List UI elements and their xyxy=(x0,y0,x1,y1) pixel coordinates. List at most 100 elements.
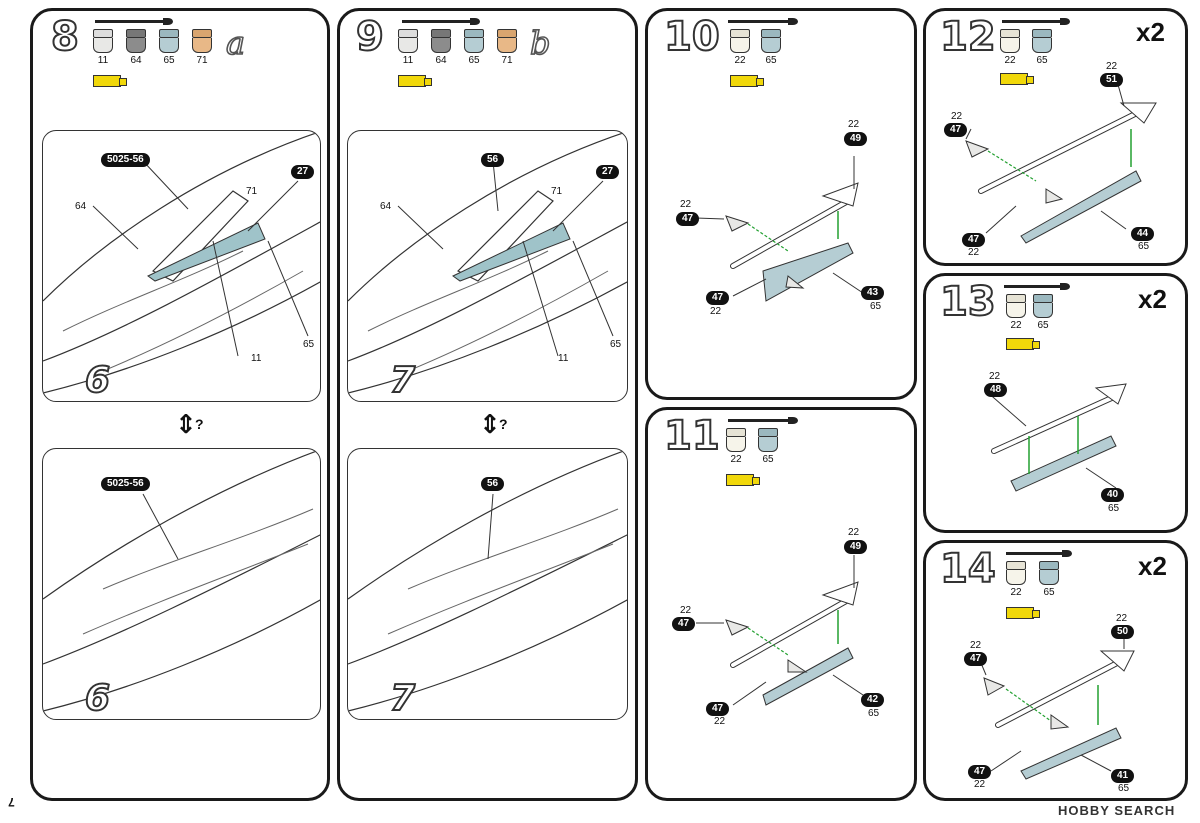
brush-icon xyxy=(402,18,480,25)
color-callout-22: 22 xyxy=(680,605,692,616)
swap-arrow-icon: ⇕ xyxy=(479,409,501,439)
color-callout-11: 11 xyxy=(251,353,262,364)
fuselage-top-drawing xyxy=(348,131,627,394)
step-number: 10 xyxy=(663,14,721,60)
part-label-44: 44 xyxy=(1131,227,1155,241)
glue-icon xyxy=(1006,338,1040,350)
part-label-48: 48 xyxy=(984,383,1008,397)
step-number: 12 xyxy=(939,14,997,60)
step-number: 14 xyxy=(939,546,997,592)
paint-pot-65: 65 xyxy=(1032,29,1052,66)
part-label-47: 47 xyxy=(964,652,988,666)
paint-pot-11: 11 xyxy=(398,29,418,66)
missile-assembly-drawing xyxy=(985,383,1127,492)
part-label-56: 56 xyxy=(481,153,505,167)
glue-icon xyxy=(93,75,127,87)
color-callout-65: 65 xyxy=(610,339,622,350)
paint-pot-22: 22 xyxy=(726,428,746,465)
quantity-multiplier: x2 xyxy=(1136,17,1165,47)
paint-pot-71: 71 xyxy=(192,29,212,66)
glue-icon xyxy=(726,474,760,486)
glue-icon xyxy=(1006,607,1040,619)
swap-arrow-icon: ⇕ xyxy=(175,409,197,439)
reference-number: 7 xyxy=(389,360,416,401)
paint-pot-65: 65 xyxy=(159,29,179,66)
part-label-49: 49 xyxy=(844,540,868,554)
variant-letter: a xyxy=(225,24,246,62)
part-label-27: 27 xyxy=(291,165,315,179)
color-callout-22: 22 xyxy=(680,199,692,210)
step-14-panel: 14 x2 22 65 22 50 22 47 47 22 41 65 xyxy=(923,540,1188,801)
brush-icon xyxy=(1006,550,1072,557)
color-callout-65: 65 xyxy=(870,301,882,312)
color-callout-71: 71 xyxy=(246,186,258,197)
paint-pot-22: 22 xyxy=(1006,294,1026,331)
color-callout-22: 22 xyxy=(1116,613,1128,624)
step-12-panel: 12 x2 22 65 22 51 22 47 47 22 44 65 xyxy=(923,8,1188,266)
part-label-47: 47 xyxy=(672,617,696,631)
part-label-5025-56: 5025-56 xyxy=(101,153,150,167)
part-label-50: 50 xyxy=(1111,625,1135,639)
reference-number: 6 xyxy=(84,678,111,719)
quantity-multiplier: x2 xyxy=(1138,284,1167,314)
color-callout-22: 22 xyxy=(951,111,963,122)
missile-assembly-drawing xyxy=(980,633,1135,780)
color-callout-65: 65 xyxy=(868,708,880,719)
step-number: 9 xyxy=(355,14,385,60)
color-callout-64: 64 xyxy=(75,201,87,212)
part-label-56: 56 xyxy=(481,477,505,491)
variant-letter: b xyxy=(529,24,551,62)
paint-pot-65: 65 xyxy=(1039,561,1059,598)
brush-icon xyxy=(1002,18,1070,25)
question-mark: ? xyxy=(195,416,204,432)
paint-pot-64: 64 xyxy=(126,29,146,66)
part-label-47: 47 xyxy=(968,765,992,779)
part-label-42: 42 xyxy=(861,693,885,707)
bottom-inset: 5025-56 6 xyxy=(42,448,321,720)
color-callout-65: 65 xyxy=(1108,503,1120,514)
color-callout-65: 65 xyxy=(1138,241,1150,252)
brush-icon xyxy=(728,18,798,25)
missile-assembly-drawing xyxy=(696,555,864,706)
brush-icon xyxy=(1004,283,1070,290)
step-13-panel: 13 x2 22 65 22 48 40 65 xyxy=(923,273,1188,533)
color-callout-65: 65 xyxy=(303,339,315,350)
part-label-5025-56: 5025-56 xyxy=(101,477,150,491)
glue-icon xyxy=(1000,73,1034,85)
paint-pot-65: 65 xyxy=(758,428,778,465)
paint-pot-65: 65 xyxy=(1033,294,1053,331)
fuselage-bottom-drawing xyxy=(348,449,627,712)
color-callout-22: 22 xyxy=(974,779,986,790)
top-inset: 56 27 64 71 11 65 7 xyxy=(347,130,628,402)
step-11-panel: 11 22 65 22 49 22 47 47 22 42 65 xyxy=(645,407,917,801)
color-callout-71: 71 xyxy=(551,186,563,197)
paint-pot-22: 22 xyxy=(1006,561,1026,598)
paint-pot-65: 65 xyxy=(761,29,781,66)
color-callout-22: 22 xyxy=(1106,61,1118,72)
fuselage-bottom-drawing xyxy=(43,449,320,712)
quantity-multiplier: x2 xyxy=(1138,551,1167,581)
color-callout-11: 11 xyxy=(558,353,569,364)
paint-pot-11: 11 xyxy=(93,29,113,66)
glue-icon xyxy=(398,75,432,87)
step-number: 8 xyxy=(50,14,80,60)
step-9-panel: 9 11 64 65 71 b 56 27 64 71 11 65 7 ⇕ ? xyxy=(337,8,638,801)
color-callout-22: 22 xyxy=(848,527,860,538)
reference-number: 6 xyxy=(84,360,111,401)
missile-assembly-drawing xyxy=(695,156,864,302)
brush-icon xyxy=(95,18,173,25)
color-callout-64: 64 xyxy=(380,201,392,212)
color-callout-22: 22 xyxy=(968,247,980,258)
part-label-49: 49 xyxy=(844,132,868,146)
step-8-panel: 8 11 64 65 71 a 5025-56 27 64 71 11 65 6… xyxy=(30,8,330,801)
color-callout-65: 65 xyxy=(1118,783,1130,794)
step-number: 13 xyxy=(939,279,997,325)
question-mark: ? xyxy=(499,416,508,432)
part-label-40: 40 xyxy=(1101,488,1125,502)
step-number: 11 xyxy=(663,413,721,459)
part-label-51: 51 xyxy=(1100,73,1124,87)
bottom-inset: 56 7 xyxy=(347,448,628,720)
part-label-43: 43 xyxy=(861,286,885,300)
part-label-47: 47 xyxy=(944,123,968,137)
paint-pot-71: 71 xyxy=(497,29,517,66)
